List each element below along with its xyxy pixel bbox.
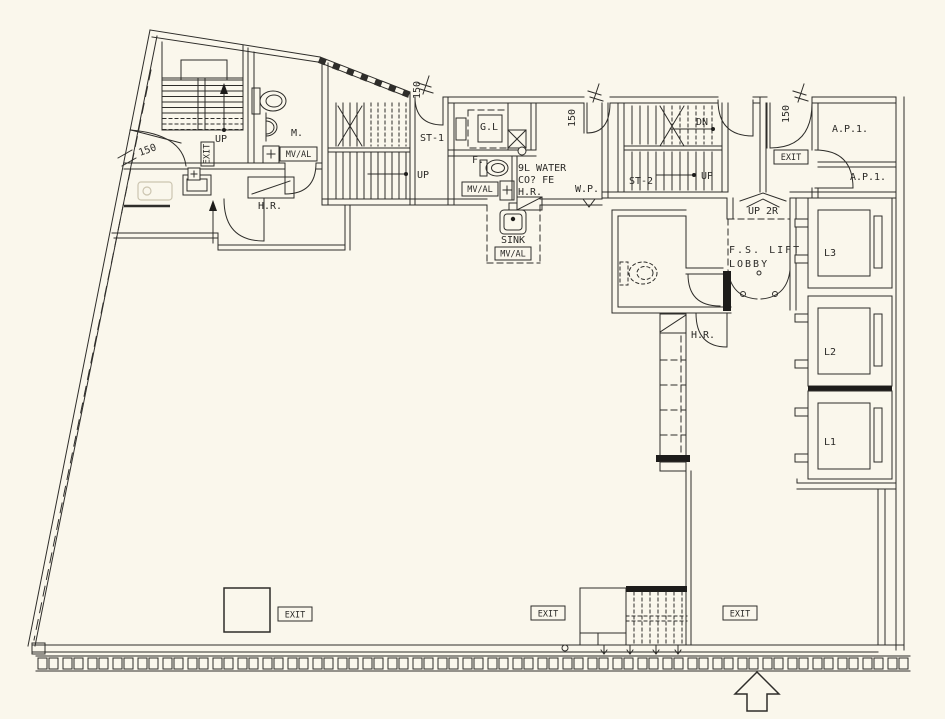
entrance-arrow-icon	[733, 670, 781, 712]
service-duct	[656, 313, 692, 646]
label-l2: L2	[824, 347, 836, 358]
label-l1: L1	[824, 437, 836, 448]
label-exit-bottom-right: EXIT	[730, 610, 750, 620]
label-lobby-1: F.S. LIFT	[729, 245, 801, 256]
pavement-strip	[35, 655, 911, 672]
stair-st2: DN UP ST-2	[601, 99, 754, 199]
label-hr-vestibule: H.R.	[258, 201, 282, 212]
exit-sign-left: EXIT	[277, 606, 313, 622]
lift-lobby: UP 2R F.S. LIFT LOBBY	[726, 192, 801, 300]
wc3-cistern-icon	[619, 261, 629, 286]
label-150-mid-door: 150	[567, 109, 578, 127]
label-st1: ST-1	[420, 133, 444, 144]
lift-l3: L3	[807, 197, 893, 289]
water-room: 9L WATER CO? FE H.R. W.P. 150	[321, 102, 611, 211]
label-ap1-a: A.P.1.	[832, 124, 868, 135]
column	[223, 587, 271, 633]
label-mval-wc: MV/AL	[286, 150, 312, 160]
lift-l2: L2	[807, 295, 893, 387]
label-l3: L3	[824, 248, 836, 259]
label-exit-bottom-middle: EXIT	[538, 610, 558, 620]
label-dn: DN	[696, 117, 708, 128]
bottom-stair	[561, 586, 688, 655]
exit-sign-middle: EXIT	[530, 605, 566, 621]
wc3-toilet-icon	[628, 261, 658, 285]
label-water-2: CO? FE	[518, 175, 554, 186]
label-water-1: 9L WATER	[518, 163, 567, 174]
basin-icon	[265, 117, 278, 137]
label-hr-water: H.R.	[518, 187, 542, 198]
wc-cistern-icon	[251, 87, 261, 115]
double-door-arcs	[727, 269, 791, 300]
male-toilet-room: M. MV/AL	[247, 47, 318, 195]
label-exit-bottom-left: EXIT	[285, 611, 305, 621]
wc-toilet-icon	[259, 90, 287, 112]
label-ap1-b: A.P.1.	[850, 172, 886, 183]
entrance-vestibule: EXIT 150 H.R.	[111, 129, 351, 251]
sink-recess: SINK MV/AL	[486, 202, 541, 264]
exit-corridor-ap-rooms: 150 EXIT A.P.1. A.P.1.	[759, 96, 897, 199]
label-up-st2: UP	[701, 171, 713, 182]
label-up-entrance-stair: UP	[215, 134, 227, 145]
label-lobby-2: LOBBY	[729, 259, 769, 270]
wc2-cistern-icon	[479, 159, 488, 177]
faint-sign-box	[137, 181, 173, 201]
label-exit-vestibule: EXIT	[203, 144, 213, 164]
mval-device-f	[499, 180, 515, 201]
wp-triangle-icon	[582, 198, 596, 208]
hose-reel-box	[247, 176, 295, 199]
label-150-st1-door: 150	[412, 81, 423, 99]
label-150-right-door: 150	[781, 105, 792, 123]
wall-black-bar	[723, 271, 731, 311]
label-mval-f: MV/AL	[467, 185, 493, 195]
sink-icon	[499, 209, 527, 235]
label-mval-sink: MV/AL	[500, 250, 526, 260]
lift-bank: L3 L2 L1	[789, 197, 897, 646]
gl-room: G.L	[447, 96, 537, 206]
direction-arrow	[209, 200, 217, 211]
exit-sign-right: EXIT	[722, 605, 758, 621]
label-exit-right: EXIT	[781, 153, 801, 163]
mval-device	[262, 145, 280, 164]
lift-l1: L1	[807, 390, 893, 480]
label-hr-toilet: H.R.	[691, 330, 715, 341]
female-toilet-room: F. MV/AL	[461, 155, 518, 201]
label-up-2r: UP 2R	[748, 206, 779, 217]
entrance-stair: UP	[161, 41, 244, 145]
label-female: F.	[472, 155, 484, 166]
label-150-left: 150	[137, 142, 158, 159]
label-gl: G.L	[480, 122, 498, 133]
label-wp: W.P.	[575, 184, 599, 195]
mid-toilet-room: H.R.	[611, 209, 732, 348]
label-up-st1: UP	[417, 170, 429, 181]
gl-equipment-dashed	[467, 109, 509, 149]
label-st2: ST-2	[629, 176, 653, 187]
label-sink: SINK	[501, 235, 525, 246]
stair-st1: UP ST-1 150	[321, 57, 444, 206]
hose-reel-box-2	[516, 196, 543, 211]
wc2-toilet-icon	[485, 159, 509, 177]
label-male: M.	[291, 128, 303, 139]
